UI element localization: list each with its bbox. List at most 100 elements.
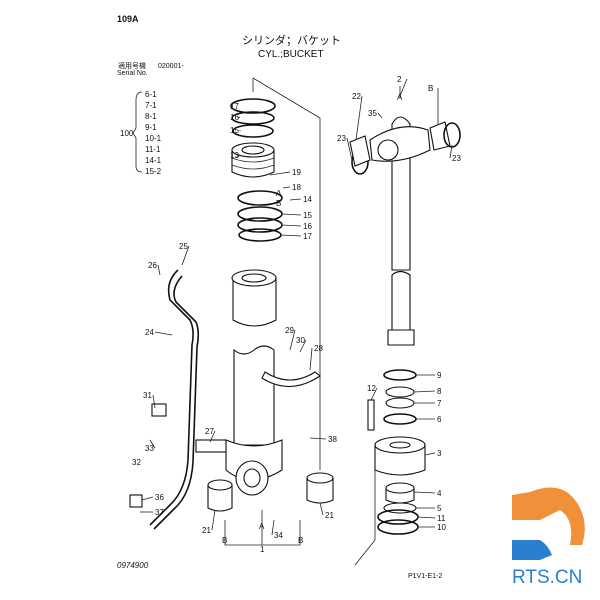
leader-line [211,509,216,531]
callout-label: 6 [437,415,442,424]
callout-label: B [276,199,281,208]
head-3-bore [389,441,411,449]
callout-label: 8 [437,387,442,396]
guide-lines [224,77,401,566]
callout-label: 28 [314,344,323,353]
kit-item: 10-1 [145,134,162,143]
rod-lower [391,270,411,331]
serial-label-en: Serial No. [117,70,148,77]
callout-label: 23 [337,134,346,143]
page-code: 109A [117,14,139,24]
leader-line [377,112,383,119]
ring-17 [230,98,276,114]
callout-label: 18 [292,183,301,192]
callout-label: 10 [437,523,446,532]
ring-15 [232,124,274,138]
ring-15b [237,206,283,222]
clamp-28 [261,371,321,388]
leader-line [237,116,241,119]
kit-item: 6-1 [145,90,157,99]
bushing-21-left-top [207,479,233,491]
ring-6 [383,413,417,425]
callout-label: 38 [328,435,337,444]
callout-label: A [397,93,403,102]
callout-label: 19 [292,168,301,177]
leader-line [157,264,161,276]
drawing-number: 0974900 [117,561,149,570]
callout-label: 36 [155,493,164,502]
title-en: CYL.;BUCKET [258,49,324,60]
serial-label-jp: 適用号機 [118,61,146,70]
ring-16 [231,111,275,125]
leader-line [209,430,216,443]
ring-7 [385,397,415,409]
kit-item: 7-1 [145,101,157,110]
callout-label: 34 [274,531,283,540]
callout-label: 37 [155,508,164,517]
kit-item: 11-1 [145,145,161,154]
leader-line [280,234,302,237]
leader-line [271,519,275,536]
leader-line [299,339,307,353]
clamp-31 [151,403,167,417]
bottom-eye-bore [243,468,261,488]
title-jp: シリンダ；バケット [242,33,341,47]
leader-line [417,516,436,519]
bushing-21-left [207,484,233,512]
ring-8 [385,386,415,398]
callout-label: 13 [230,151,239,160]
callout-label: 16 [303,222,312,231]
leader-line [281,224,302,227]
callout-label: 1 [260,545,265,554]
logo-excavator-icon [512,487,585,545]
leader-line [355,95,363,141]
callout-label: 4 [437,489,442,498]
leader-line [424,452,436,456]
rod-eye [369,126,431,162]
leader-line [181,245,190,266]
leader-line [309,347,313,371]
callout-label: 26 [148,261,157,270]
leader-line [154,331,173,336]
kit-item: 9-1 [145,123,157,132]
leader-line [370,387,378,401]
leader-line [152,394,156,409]
bolt-12 [367,399,375,431]
rod-eye-bore [377,139,399,161]
bushing-4-top [385,482,415,494]
callout-label: A [259,522,265,531]
kit-item: 8-1 [145,112,157,121]
leader-line [413,491,436,494]
ring-10 [377,519,419,535]
callout-label: 7 [437,399,442,408]
callout-label: 14 [303,195,312,204]
cylinder-head [232,277,277,327]
callout-label: A [276,189,282,198]
callout-label: 25 [179,242,188,251]
callout-label: 17 [230,102,239,111]
piston-13 [231,149,275,178]
callout-label: 31 [143,391,152,400]
callout-label: 30 [296,336,305,345]
leader-line [289,329,296,351]
leader-line [346,137,353,161]
leader-line [235,154,241,159]
leader-line [319,502,324,516]
bushing-21-right-top [306,472,334,484]
logo-gear-icon [512,540,552,560]
leader-line [141,496,154,501]
callout-label: 3 [437,449,442,458]
kit-bracket [132,91,143,173]
pipe-24 [149,269,194,526]
callout-label: 32 [132,458,141,467]
head-bore [241,273,267,283]
callout-label: 5 [437,504,442,513]
bushing-22 [349,135,371,167]
ring-9 [383,369,417,381]
callout-label: 35 [368,109,377,118]
leader-line [309,437,327,440]
callout-label: 23 [452,154,461,163]
ring-17b [238,228,282,242]
kit-item: 15-2 [145,167,162,176]
